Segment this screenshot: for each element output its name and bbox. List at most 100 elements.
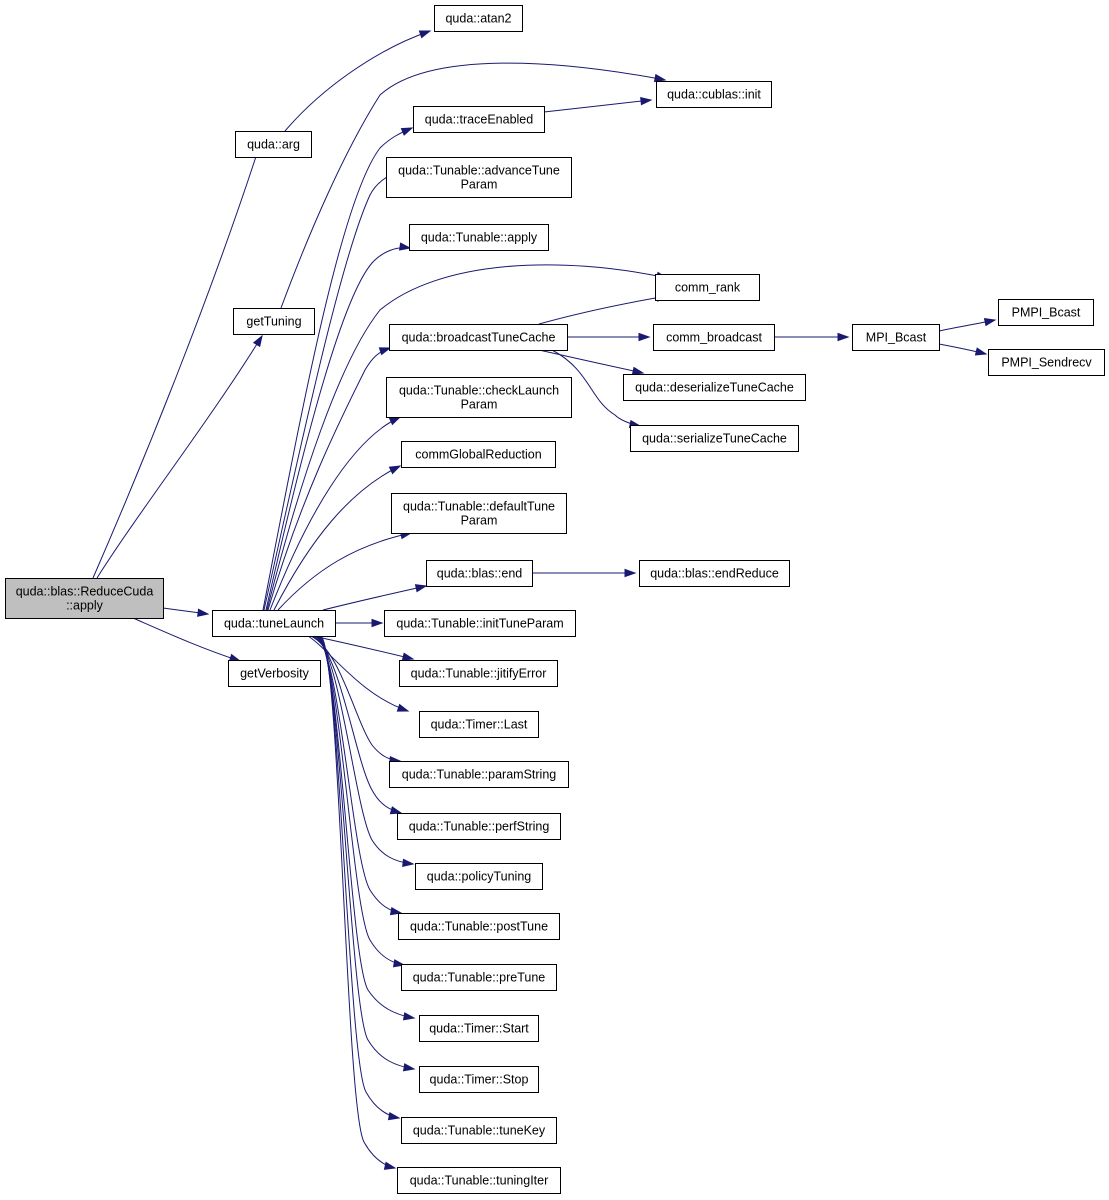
node-label: quda::Tunable::apply [421, 231, 538, 245]
node-box[interactable] [399, 660, 558, 687]
node-box[interactable] [384, 610, 576, 637]
node-label: PMPI_Sendrecv [1001, 356, 1092, 370]
node-atan2[interactable]: quda::atan2 [434, 5, 523, 32]
edge-line [551, 349, 641, 427]
node-box[interactable] [401, 1117, 557, 1144]
edge-tuneLaunch-to-policyTuning [314, 635, 415, 868]
node-box[interactable] [389, 324, 568, 351]
edge-tuneLaunch-to-broadcastTuneCache [267, 347, 392, 611]
node-box[interactable] [434, 5, 523, 32]
node-box[interactable] [639, 560, 790, 587]
node-getVerbosity[interactable]: getVerbosity [228, 660, 321, 687]
node-blasEnd[interactable]: quda::blas::end [426, 560, 533, 587]
node-arg[interactable]: quda::arg [235, 131, 312, 158]
node-box[interactable] [653, 324, 775, 351]
node-box[interactable] [386, 157, 572, 198]
node-commRank[interactable]: comm_rank [655, 274, 760, 301]
node-box[interactable] [391, 493, 567, 534]
node-cublasinit[interactable]: quda::cublas::init [656, 81, 772, 108]
node-postTune[interactable]: quda::Tunable::postTune [398, 913, 560, 940]
arrowhead [418, 30, 432, 39]
node-endReduce[interactable]: quda::blas::endReduce [639, 560, 790, 587]
edge-mpiBcast-to-pmpiBcast [938, 318, 997, 332]
node-box[interactable] [228, 660, 321, 687]
node-box[interactable] [389, 761, 569, 788]
node-box[interactable] [398, 913, 560, 940]
node-mpiBcast[interactable]: MPI_Bcast [852, 324, 940, 351]
node-box[interactable] [386, 377, 572, 418]
node-timerLast[interactable]: quda::Timer::Last [419, 711, 539, 738]
node-paramString[interactable]: quda::Tunable::paramString [389, 761, 569, 788]
edge-line [312, 635, 402, 814]
node-label: quda::deserializeTuneCache [635, 381, 794, 395]
node-perfString[interactable]: quda::Tunable::perfString [397, 813, 561, 840]
node-box[interactable] [419, 1066, 539, 1093]
arrowhead [401, 652, 415, 661]
node-traceEnabled[interactable]: quda::traceEnabled [413, 106, 545, 133]
node-label: PMPI_Bcast [1012, 306, 1081, 320]
node-timerStop[interactable]: quda::Timer::Stop [419, 1066, 539, 1093]
arrowhead [624, 568, 637, 578]
node-broadcastTuneCache[interactable]: quda::broadcastTuneCache [389, 324, 568, 351]
edge-blasEnd-to-endReduce [531, 568, 637, 578]
node-tunableApply[interactable]: quda::Tunable::apply [409, 224, 549, 251]
node-box[interactable] [655, 274, 760, 301]
node-box[interactable] [623, 374, 806, 401]
node-tuningIter[interactable]: quda::Tunable::tuningIter [397, 1167, 561, 1194]
node-box[interactable] [630, 425, 799, 452]
edge-line [538, 295, 668, 325]
node-tuneLaunch[interactable]: quda::tuneLaunch [212, 610, 336, 637]
node-box[interactable] [235, 131, 312, 158]
node-label: Param [461, 514, 498, 528]
node-serialize[interactable]: quda::serializeTuneCache [630, 425, 799, 452]
node-box[interactable] [212, 610, 336, 637]
node-label: quda::Timer::Start [429, 1022, 529, 1036]
node-tuneKey[interactable]: quda::Tunable::tuneKey [401, 1117, 557, 1144]
edge-traceEnabled-to-cublasinit [543, 96, 653, 113]
node-box[interactable] [988, 349, 1105, 376]
node-initTuneParam[interactable]: quda::Tunable::initTuneParam [384, 610, 576, 637]
edge-line [318, 635, 415, 1070]
node-timerStart[interactable]: quda::Timer::Start [419, 1015, 539, 1042]
node-box[interactable] [415, 863, 543, 890]
node-commGlobalReduction[interactable]: commGlobalReduction [401, 441, 556, 468]
node-box[interactable] [397, 1167, 561, 1194]
node-box[interactable] [419, 1015, 539, 1042]
node-apply[interactable]: quda::blas::ReduceCuda::apply [5, 578, 164, 619]
node-box[interactable] [5, 578, 164, 619]
node-label: MPI_Bcast [866, 331, 927, 345]
node-box[interactable] [397, 813, 561, 840]
edge-getTuning-to-cublasinit [280, 62, 667, 309]
node-box[interactable] [401, 441, 556, 468]
node-box[interactable] [426, 560, 533, 587]
arrowhead [983, 318, 997, 327]
arrowhead [400, 127, 414, 136]
arrowhead [653, 73, 667, 83]
node-commBroadcast[interactable]: comm_broadcast [653, 324, 775, 351]
node-box[interactable] [233, 308, 315, 335]
node-policyTuning[interactable]: quda::policyTuning [415, 863, 543, 890]
edge-mpiBcast-to-pmpiSendrecv [938, 343, 988, 356]
arrowhead [402, 1063, 416, 1072]
node-preTune[interactable]: quda::Tunable::preTune [401, 964, 557, 991]
edge-line [315, 635, 402, 914]
node-box[interactable] [409, 224, 549, 251]
node-box[interactable] [401, 964, 557, 991]
node-pmpiSendrecv[interactable]: PMPI_Sendrecv [988, 349, 1105, 376]
node-deserialize[interactable]: quda::deserializeTuneCache [623, 374, 806, 401]
node-box[interactable] [852, 324, 940, 351]
node-pmpiBcast[interactable]: PMPI_Bcast [998, 299, 1094, 326]
node-box[interactable] [413, 106, 545, 133]
edge-apply-to-tuneLaunch [162, 607, 210, 617]
node-getTuning[interactable]: getTuning [233, 308, 315, 335]
node-jitifyError[interactable]: quda::Tunable::jitifyError [399, 660, 558, 687]
arrowhead [399, 242, 412, 251]
node-box[interactable] [419, 711, 539, 738]
arrowhead [388, 416, 402, 426]
node-box[interactable] [998, 299, 1094, 326]
node-label: quda::Timer::Stop [430, 1073, 529, 1087]
node-box[interactable] [656, 81, 772, 108]
